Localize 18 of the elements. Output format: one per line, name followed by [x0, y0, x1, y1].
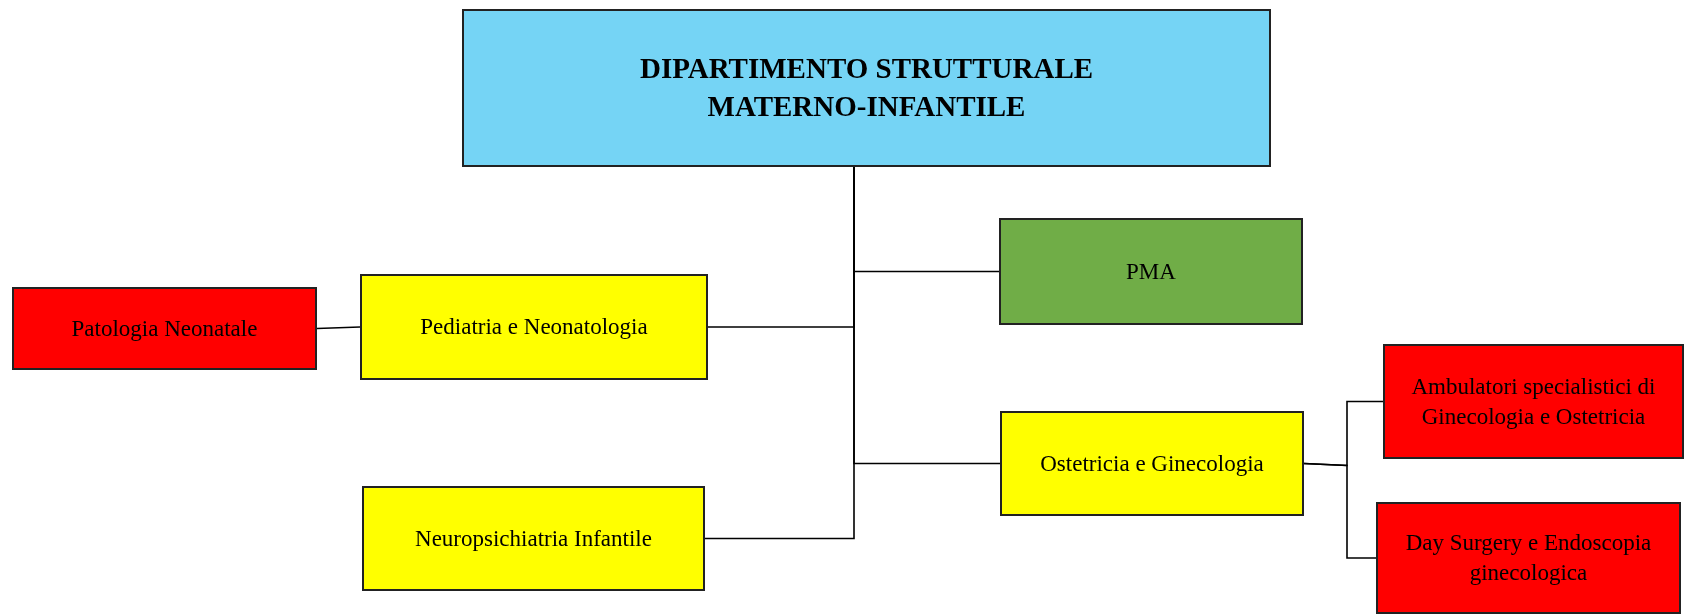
unit-box: [1000, 411, 1304, 516]
unit-box: [12, 287, 317, 370]
unit-box: [1376, 502, 1681, 614]
unit-label: Pediatria e Neonatologia: [420, 313, 648, 342]
department-title: DIPARTIMENTO STRUTTURALE MATERNO-INFANTILE: [638, 51, 1095, 124]
unit-label: Neuropsichiatria Infantile: [415, 524, 652, 553]
unit-label: Day Surgery e Endoscopia ginecologica: [1404, 529, 1653, 587]
department-box: [462, 9, 1271, 167]
unit-label: Ambulatori specialistici di Ginecologia e Ostetricia: [1410, 372, 1657, 431]
unit-label: Ostetricia e Ginecologia: [1040, 449, 1264, 478]
unit-label: PMA: [1126, 257, 1176, 286]
unit-label: Patologia Neonatale: [71, 314, 258, 343]
connector-line: [316, 326, 361, 330]
connector-line: [1303, 462, 1377, 559]
unit-box: [360, 274, 708, 380]
unit-box: [999, 218, 1303, 325]
unit-box: [1383, 344, 1684, 459]
unit-box: [362, 486, 705, 591]
